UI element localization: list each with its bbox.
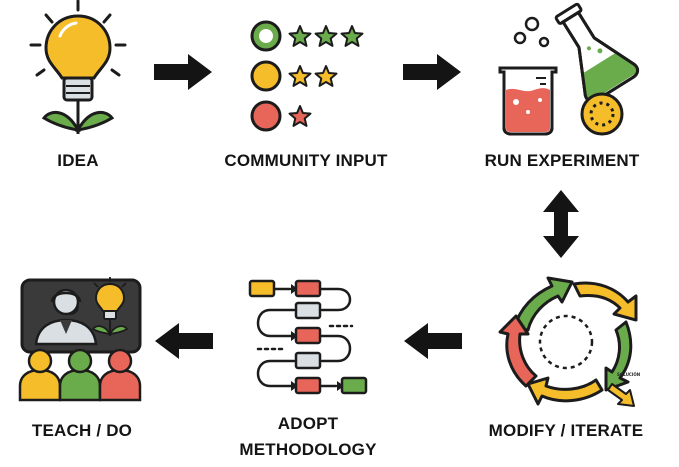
- star-icon: [288, 25, 312, 47]
- star-icon: [314, 25, 338, 47]
- star-icon: [314, 65, 338, 87]
- cycle-caption: SOLUCIÓN: [617, 372, 641, 377]
- star-icon: [288, 65, 312, 87]
- star-icon: [340, 25, 364, 47]
- step-label-community-input: COMMUNITY INPUT: [224, 151, 388, 170]
- step-label-adopt-methodology: ADOPT METHODOLOGY: [239, 414, 377, 459]
- step-label-idea: IDEA: [57, 151, 99, 170]
- step-label-modify-iterate: MODIFY / ITERATE: [488, 421, 644, 440]
- step-label-run-experiment: RUN EXPERIMENT: [484, 151, 640, 170]
- step-label-teach-do: TEACH / DO: [31, 421, 133, 440]
- star-icon: [288, 105, 312, 127]
